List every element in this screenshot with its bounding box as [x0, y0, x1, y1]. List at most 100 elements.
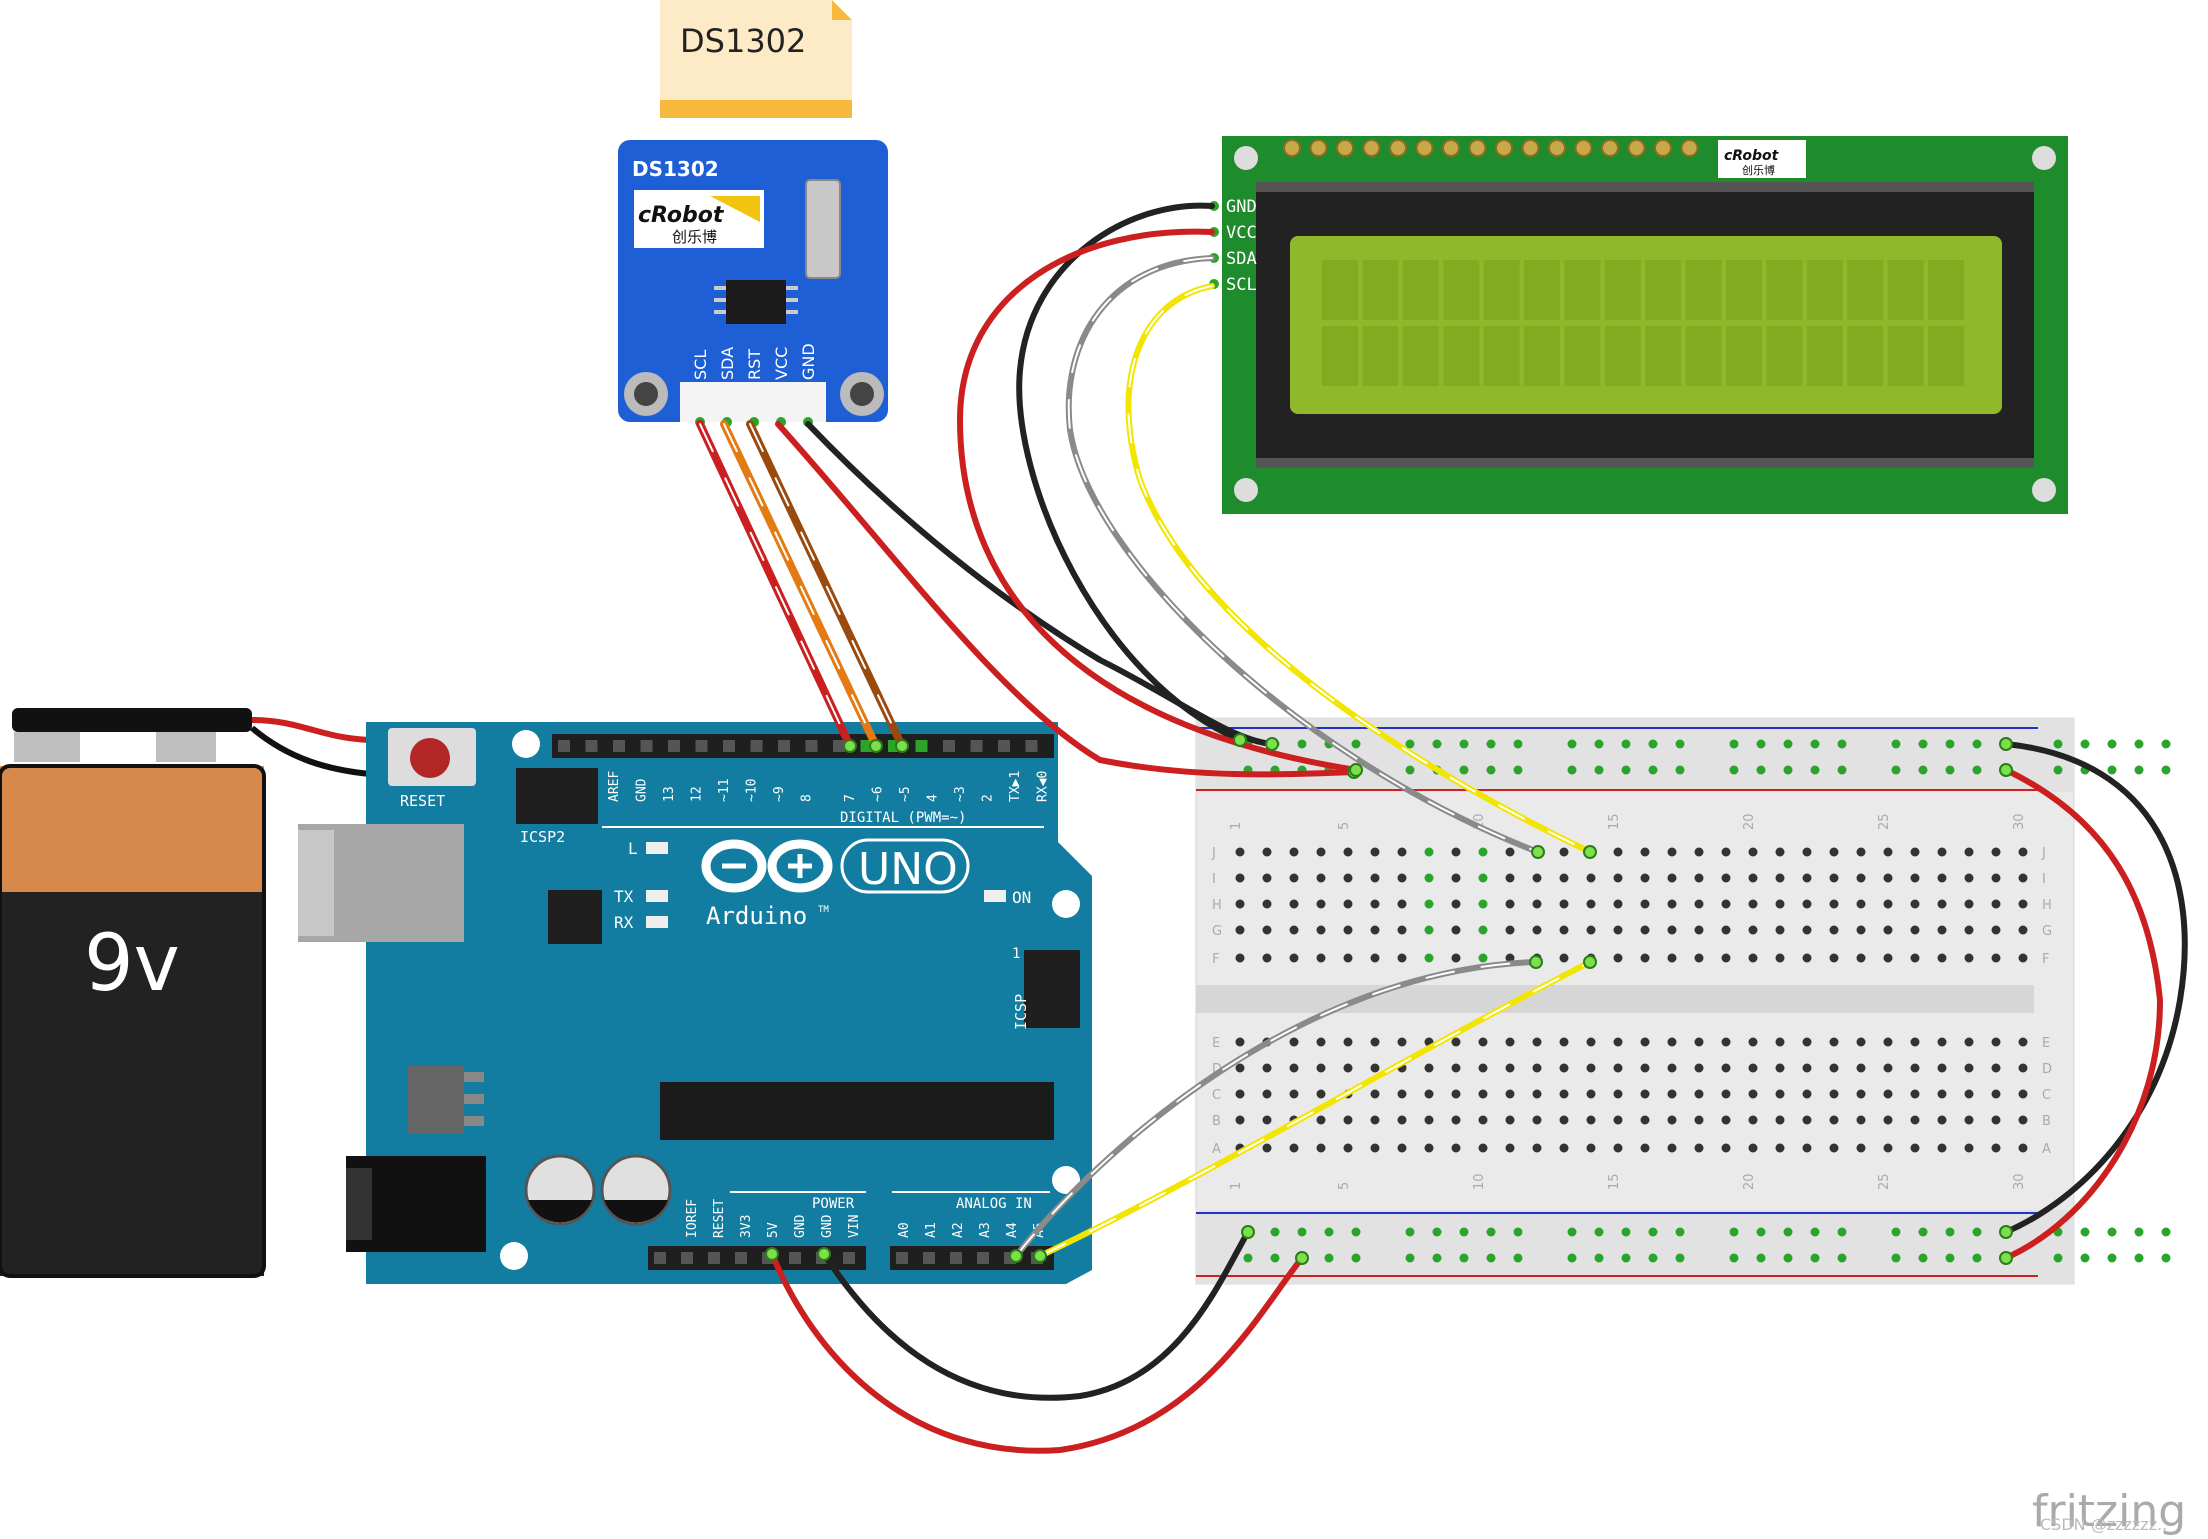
breadboard-hole[interactable] [1532, 873, 1542, 883]
rail-hole[interactable] [1837, 765, 1847, 775]
breadboard-hole[interactable] [1775, 899, 1785, 909]
breadboard-hole[interactable] [1235, 1063, 1245, 1073]
breadboard-hole[interactable] [1235, 1037, 1245, 1047]
breadboard-hole[interactable] [1640, 925, 1650, 935]
breadboard-hole[interactable] [1505, 1115, 1515, 1125]
breadboard-hole[interactable] [1532, 1037, 1542, 1047]
breadboard-hole[interactable] [1802, 1037, 1812, 1047]
rail-hole[interactable] [1918, 765, 1928, 775]
rail-hole[interactable] [1972, 1227, 1982, 1237]
breadboard-hole[interactable] [1559, 847, 1569, 857]
breadboard-hole[interactable] [1883, 873, 1893, 883]
breadboard-hole[interactable] [1532, 899, 1542, 909]
breadboard-hole[interactable] [1370, 873, 1380, 883]
breadboard-hole[interactable] [1910, 1143, 1920, 1153]
header-pin[interactable] [805, 740, 818, 752]
rail-hole[interactable] [1567, 1253, 1577, 1263]
breadboard-hole[interactable] [1316, 1143, 1326, 1153]
breadboard-hole[interactable] [1397, 925, 1407, 935]
rail-hole[interactable] [1567, 765, 1577, 775]
breadboard-hole[interactable] [1856, 873, 1866, 883]
breadboard-hole[interactable] [1802, 1115, 1812, 1125]
breadboard-hole[interactable] [1532, 1089, 1542, 1099]
rail-hole[interactable] [1783, 1227, 1793, 1237]
breadboard-hole[interactable] [1721, 899, 1731, 909]
breadboard-hole[interactable] [1289, 847, 1299, 857]
breadboard-hole[interactable] [1910, 1115, 1920, 1125]
breadboard-hole[interactable] [1640, 847, 1650, 857]
breadboard-hole[interactable] [1505, 847, 1515, 857]
breadboard-hole[interactable] [1937, 1089, 1947, 1099]
breadboard-hole[interactable] [1613, 1089, 1623, 1099]
header-pin[interactable] [950, 1252, 962, 1264]
breadboard-hole[interactable] [1586, 1115, 1596, 1125]
breadboard-hole[interactable] [1883, 1143, 1893, 1153]
breadboard-hole[interactable] [1289, 1143, 1299, 1153]
breadboard-hole[interactable] [1613, 1143, 1623, 1153]
rail-hole[interactable] [1486, 765, 1496, 775]
breadboard-hole[interactable] [1262, 847, 1272, 857]
breadboard-hole[interactable] [1370, 1037, 1380, 1047]
breadboard-hole[interactable] [1586, 925, 1596, 935]
wire-end[interactable] [1531, 845, 1545, 859]
breadboard-hole[interactable] [1586, 873, 1596, 883]
breadboard-hole[interactable] [1829, 1063, 1839, 1073]
breadboard-hole[interactable] [1910, 873, 1920, 883]
breadboard-hole[interactable] [1478, 1089, 1488, 1099]
rail-hole[interactable] [1567, 739, 1577, 749]
breadboard-hole[interactable] [1451, 847, 1461, 857]
rail-hole[interactable] [1621, 739, 1631, 749]
breadboard-hole[interactable] [1775, 1089, 1785, 1099]
breadboard-hole[interactable] [1721, 1143, 1731, 1153]
rail-hole[interactable] [1405, 1227, 1415, 1237]
breadboard-hole[interactable] [1748, 925, 1758, 935]
breadboard-hole[interactable] [1316, 1037, 1326, 1047]
breadboard-hole[interactable] [1937, 1115, 1947, 1125]
breadboard-hole[interactable] [1910, 1089, 1920, 1099]
breadboard-hole[interactable] [1802, 899, 1812, 909]
breadboard-hole[interactable] [1532, 925, 1542, 935]
breadboard-hole[interactable] [1667, 925, 1677, 935]
rail-hole[interactable] [2161, 765, 2171, 775]
breadboard-hole[interactable] [1964, 1115, 1974, 1125]
breadboard-hole[interactable] [1748, 847, 1758, 857]
breadboard-hole[interactable] [1289, 873, 1299, 883]
rail-hole[interactable] [1810, 765, 1820, 775]
rail-hole[interactable] [1405, 765, 1415, 775]
breadboard-hole[interactable] [1802, 1143, 1812, 1153]
breadboard-hole[interactable] [1451, 953, 1461, 963]
breadboard-hole[interactable] [1397, 1115, 1407, 1125]
header-pin[interactable] [668, 740, 680, 752]
rail-hole[interactable] [1648, 739, 1658, 749]
breadboard-hole[interactable] [1748, 1037, 1758, 1047]
breadboard-hole[interactable] [1640, 1089, 1650, 1099]
breadboard-hole[interactable] [1937, 953, 1947, 963]
rail-hole[interactable] [1891, 1253, 1901, 1263]
rail-hole[interactable] [1486, 1253, 1496, 1263]
breadboard-hole[interactable] [1505, 925, 1515, 935]
rail-hole[interactable] [1459, 739, 1469, 749]
breadboard-hole[interactable] [1424, 873, 1434, 883]
rail-hole[interactable] [1945, 739, 1955, 749]
breadboard-hole[interactable] [1937, 1143, 1947, 1153]
rail-hole[interactable] [1837, 1253, 1847, 1263]
breadboard-hole[interactable] [1370, 953, 1380, 963]
breadboard-hole[interactable] [1991, 1115, 2001, 1125]
breadboard-hole[interactable] [1343, 899, 1353, 909]
breadboard-hole[interactable] [1559, 1143, 1569, 1153]
wire-end[interactable] [1583, 955, 1597, 969]
breadboard-hole[interactable] [1316, 873, 1326, 883]
breadboard-hole[interactable] [1667, 873, 1677, 883]
breadboard-hole[interactable] [1775, 1115, 1785, 1125]
breadboard-hole[interactable] [1748, 1143, 1758, 1153]
rail-hole[interactable] [1297, 1227, 1307, 1237]
breadboard-hole[interactable] [1478, 1063, 1488, 1073]
breadboard-hole[interactable] [1586, 1063, 1596, 1073]
breadboard-hole[interactable] [1910, 1063, 1920, 1073]
header-pin[interactable] [1025, 740, 1038, 752]
rail-hole[interactable] [1891, 739, 1901, 749]
breadboard-hole[interactable] [1748, 953, 1758, 963]
breadboard-hole[interactable] [1370, 1143, 1380, 1153]
rail-hole[interactable] [2161, 739, 2171, 749]
breadboard-hole[interactable] [1667, 1089, 1677, 1099]
